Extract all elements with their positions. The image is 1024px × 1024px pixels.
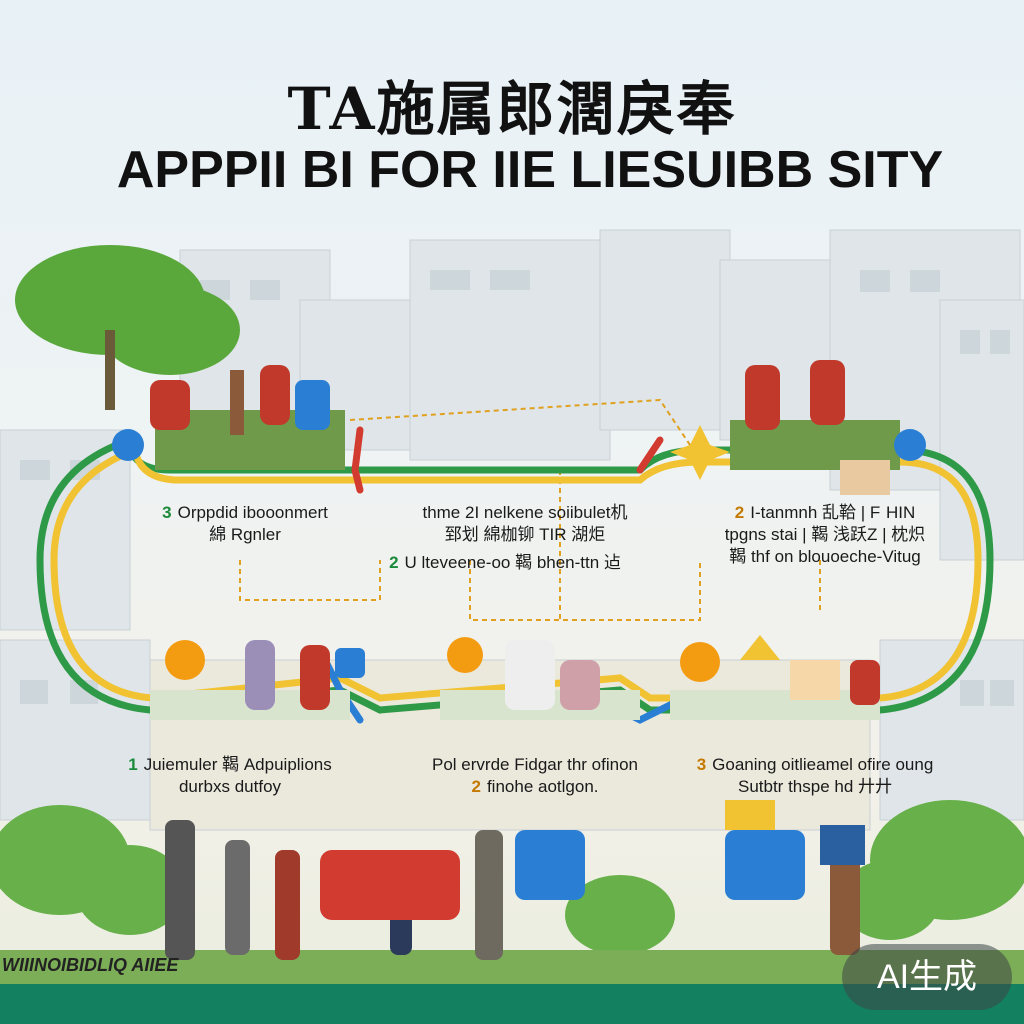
title-english: APPPII BI FOR IIE LIESUIBB SITY xyxy=(116,141,944,199)
station-label-6: 3 Goaning oitlieamel ofire oung Sutbtr th… xyxy=(680,754,950,798)
station-text-line1: thme 2I nelkene soiibulet机 xyxy=(422,503,628,522)
station-text-line1: Goaning oitlieamel ofire oung xyxy=(712,755,934,774)
mid-label: 2 U lteveene-oo 鞨 bhen-ttn 迠 xyxy=(360,552,650,574)
station-number: 2 xyxy=(734,503,745,522)
station-label-4: 1 Juiemuler 鞨 Adpuiplions durbxs dutfoy xyxy=(95,754,365,798)
station-number: 1 xyxy=(128,755,138,774)
ai-generated-badge: AI生成 xyxy=(842,944,1012,1010)
station-number: 3 xyxy=(162,503,172,522)
station-number: 2 xyxy=(471,777,481,796)
station-label-2: thme 2I nelkene soiibulet机 郅划 綿枷铆 TIR 湖炬 xyxy=(400,502,650,546)
station-label-3: 2 I-tanmnh 乱鞈 | F HIN tpgns stai | 鞨 浅跃Z … xyxy=(690,502,960,568)
mid-number: 2 xyxy=(389,553,399,572)
station-text-line3: 鞨 thf on blouoeche-Vitug xyxy=(729,547,921,566)
station-label-5: Pol ervrde Fidgar thr ofinon 2 finohe aot… xyxy=(415,754,655,798)
station-text-line1: Pol ervrde Fidgar thr ofinon xyxy=(432,755,638,774)
bottom-caption: WIIINOIBIDLIQ AIIEE xyxy=(2,955,179,975)
bottom-crowd xyxy=(165,800,865,960)
trees-bottom xyxy=(0,800,1024,955)
station-text-line2: finohe aotlgon. xyxy=(486,777,599,796)
station-text-line2: 郅划 綿枷铆 TIR 湖炬 xyxy=(444,525,606,544)
station-top-left xyxy=(112,365,345,470)
dashed-connectors xyxy=(239,398,821,621)
station-text-line2: Sutbtr thspe hd 廾廾 xyxy=(737,777,893,796)
station-label-1: 3 Orppdid ibooonmert 綿 Rgnler xyxy=(140,502,350,546)
title-chinese: TA施属郎濶戾奉 xyxy=(287,75,737,143)
tree-top-left xyxy=(15,245,240,410)
station-text-line2: tpgns stai | 鞨 浅跃Z | 枕炽 xyxy=(724,525,926,544)
station-text-line1: Juiemuler 鞨 Adpuiplions xyxy=(143,755,332,774)
station-top-right xyxy=(670,360,926,495)
station-bottom-row xyxy=(150,635,880,720)
station-number: 3 xyxy=(696,755,707,774)
station-text-line1: I-tanmnh 乱鞈 | F HIN xyxy=(750,503,916,522)
station-text-line2: 綿 Rgnler xyxy=(209,525,281,544)
station-text-line2: durbxs dutfoy xyxy=(178,777,282,796)
station-text-line1: Orppdid ibooonmert xyxy=(177,503,328,522)
building-windows xyxy=(20,270,1014,706)
mid-text: U lteveene-oo 鞨 bhen-ttn 迠 xyxy=(404,553,621,572)
